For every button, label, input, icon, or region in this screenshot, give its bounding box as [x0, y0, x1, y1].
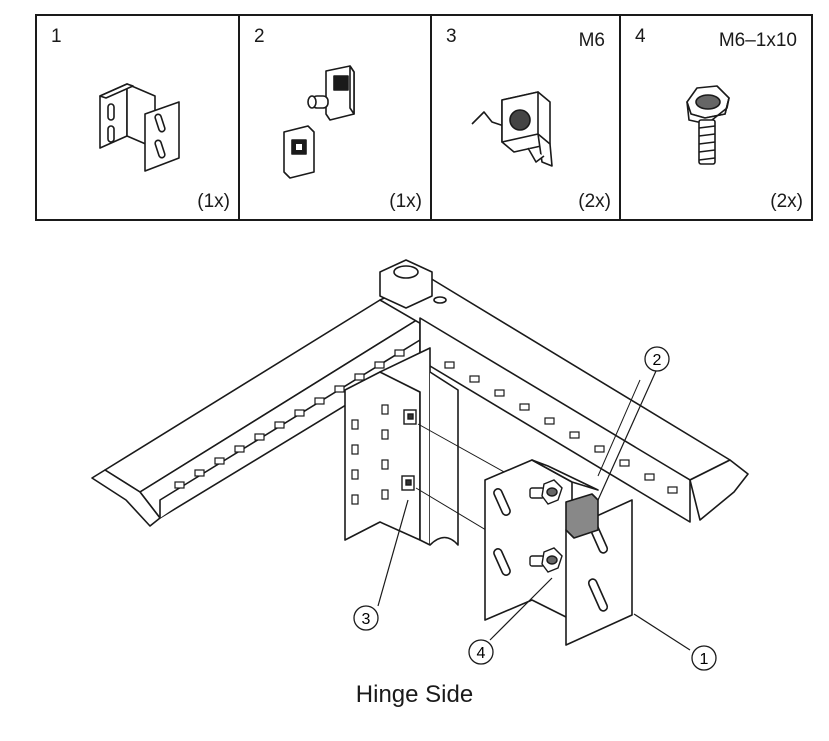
rail-holes: [174, 349, 678, 505]
part-quantity: (2x): [578, 191, 611, 212]
part-cell-4: 4 M6–1x10 (2x): [621, 16, 811, 219]
callout-4: 4: [468, 639, 494, 665]
callout-leaders: [377, 370, 691, 651]
part-cell-2: 2 (1x): [240, 16, 432, 219]
hex-screw-icon: [686, 85, 730, 165]
svg-text:1: 1: [700, 651, 709, 668]
latch-block-icon: [283, 65, 355, 179]
part-quantity: (2x): [770, 191, 803, 212]
part-number: 3: [446, 26, 457, 47]
svg-text:3: 3: [362, 611, 371, 628]
screws-installed: [529, 479, 563, 573]
part-cell-3: 3 M6 (2x): [432, 16, 621, 219]
callout-1: 1: [691, 645, 717, 671]
callout-2: 2: [644, 346, 670, 372]
part-number: 2: [254, 26, 265, 47]
hinge-bracket-icon: [99, 83, 180, 172]
figure-caption: Hinge Side: [355, 681, 474, 708]
part-quantity: (1x): [197, 191, 230, 212]
part-number: 1: [51, 26, 62, 47]
part-number: 4: [635, 26, 646, 47]
vertical-post: [344, 347, 459, 546]
part-spec: M6–1x10: [718, 30, 797, 51]
svg-text:2: 2: [653, 352, 662, 369]
part-spec: M6: [578, 30, 605, 51]
cage-nut-icon: [471, 91, 553, 167]
corner-post-top: [379, 259, 447, 309]
parts-table: 1 (1x) 2: [35, 14, 813, 221]
svg-text:4: 4: [477, 645, 486, 662]
right-rail: [379, 277, 749, 523]
cage-nuts-mounted: [401, 409, 417, 491]
part-quantity: (1x): [389, 191, 422, 212]
part-cell-1: 1 (1x): [37, 16, 240, 219]
callout-3: 3: [353, 605, 379, 631]
